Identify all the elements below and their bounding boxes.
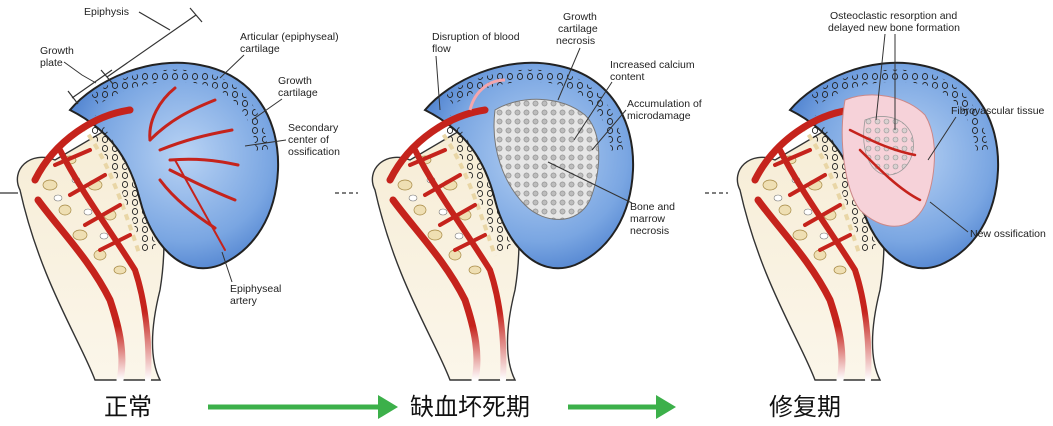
arrow-right-icon xyxy=(208,395,398,419)
label-disruption-2: flow xyxy=(432,43,451,55)
epiphyseal-vessel-tree xyxy=(148,86,240,251)
leader-resorption-1 xyxy=(875,33,886,121)
label-epiphyseal-artery-2: artery xyxy=(230,295,258,307)
label-articular-1: Articular (epiphyseal) xyxy=(240,31,339,43)
panel-necrosis: Disruption of blood flow Growth cartilag… xyxy=(335,11,702,421)
epiphysis-bracket xyxy=(67,7,203,105)
necrotic-region xyxy=(493,98,600,220)
label-epiphyseal-artery-1: Epiphyseal xyxy=(230,283,281,295)
label-calcium-2: content xyxy=(610,71,645,83)
leader-bone-marrow xyxy=(547,161,633,204)
label-microdamage-1: Accumulation of xyxy=(627,98,702,110)
label-resorption-2: delayed new bone formation xyxy=(828,22,960,34)
disrupted-vessel xyxy=(468,78,506,111)
label-epiphysis: Epiphysis xyxy=(84,6,129,18)
label-calcium-1: Increased calcium xyxy=(610,59,695,71)
panel-normal: Epiphysis Growth plate Articular (epiphy… xyxy=(0,6,340,421)
label-cartilage-necrosis-3: necrosis xyxy=(556,35,595,47)
leader-disruption xyxy=(435,55,441,111)
leader-fibrovascular xyxy=(927,116,957,161)
label-bone-marrow-1: Bone and xyxy=(630,201,675,213)
leader-epiphyseal-artery xyxy=(221,251,233,283)
leader-secondary xyxy=(244,139,287,147)
label-secondary-3: ossification xyxy=(288,146,340,158)
stage-label-repair: 修复期 xyxy=(769,393,841,421)
leader-growth-cartilage xyxy=(251,98,283,121)
stage-label-normal: 正常 xyxy=(104,393,152,421)
label-growth-cartilage-1: Growth xyxy=(278,75,312,87)
label-disruption-1: Disruption of blood xyxy=(432,31,520,43)
leader-growth-plate xyxy=(63,61,97,84)
label-growth-plate-1: Growth xyxy=(40,45,74,57)
leader-new-ossification xyxy=(929,201,969,233)
label-secondary-1: Secondary xyxy=(288,122,339,134)
label-fibrovascular: Fibrovascular tissue xyxy=(951,105,1045,117)
label-cartilage-necrosis-2: cartilage xyxy=(558,23,598,35)
label-articular-2: cartilage xyxy=(240,43,280,55)
leader-cartilage-necrosis xyxy=(557,47,581,101)
leader-microdamage xyxy=(591,109,627,151)
label-new-ossification: New ossification xyxy=(970,228,1046,240)
label-secondary-2: center of xyxy=(288,134,329,146)
arrow-right-icon xyxy=(568,395,676,419)
stage-label-necrosis: 缺血坏死期 xyxy=(410,393,530,421)
label-resorption-1: Osteoclastic resorption and xyxy=(830,10,957,22)
femoral-head-normal xyxy=(17,63,278,380)
label-microdamage-2: microdamage xyxy=(627,110,691,122)
label-bone-marrow-3: necrosis xyxy=(630,225,669,237)
label-bone-marrow-2: marrow xyxy=(630,213,665,225)
leader-calcium xyxy=(573,81,613,141)
label-growth-cartilage-2: cartilage xyxy=(278,87,318,99)
new-vessels xyxy=(848,128,922,202)
panel-repair: Osteoclastic resorption and delayed new … xyxy=(705,10,1046,421)
label-cartilage-necrosis-1: Growth xyxy=(563,11,597,23)
leader-articular xyxy=(219,54,245,79)
label-growth-plate-2: plate xyxy=(40,57,63,69)
